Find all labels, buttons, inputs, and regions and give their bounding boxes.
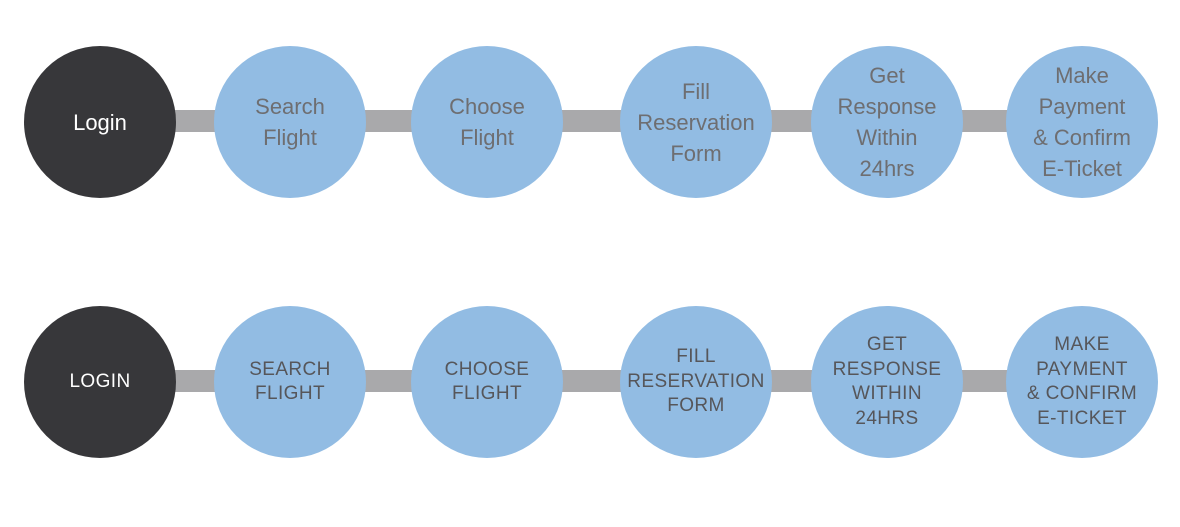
step-label-login-caps: LOGIN	[69, 370, 131, 392]
step-label-search-flight-caps: SEARCH FLIGHT	[249, 358, 331, 405]
step-circle-make-payment: Make Payment & Confirm E-Ticket	[1006, 46, 1158, 198]
step-circle-search-flight: Search Flight	[214, 46, 366, 198]
step-circle-choose-flight: Choose Flight	[411, 46, 563, 198]
step-label-get-response-caps: GET RESPONSE WITHIN 24HRS	[832, 334, 942, 429]
step-circle-fill-reservation-form-caps: FILL RESERVATION FORM	[620, 306, 772, 458]
step-circle-get-response-caps: GET RESPONSE WITHIN 24HRS	[811, 306, 963, 458]
step-circle-make-payment-caps: MAKE PAYMENT & CONFIRM E-TICKET	[1006, 306, 1158, 458]
step-label-choose-flight-caps: CHOOSE FLIGHT	[444, 358, 530, 405]
step-label-search-flight: Search Flight	[255, 94, 325, 150]
step-label-login: Login	[73, 109, 127, 135]
step-circle-fill-reservation-form: Fill Reservation Form	[620, 46, 772, 198]
flow-row-titlecase: Login Search Flight Choose Flight Fill R…	[0, 46, 1180, 198]
step-circle-choose-flight-caps: CHOOSE FLIGHT	[411, 306, 563, 458]
step-circle-get-response: Get Response Within 24hrs	[811, 46, 963, 198]
step-label-make-payment-caps: MAKE PAYMENT & CONFIRM E-TICKET	[1026, 334, 1138, 429]
step-circle-login-caps: LOGIN	[24, 306, 176, 458]
step-label-fill-reservation-form-caps: FILL RESERVATION FORM	[627, 346, 765, 417]
step-circle-login: Login	[24, 46, 176, 198]
step-label-make-payment: Make Payment & Confirm E-Ticket	[1033, 63, 1131, 181]
flow-row-uppercase: LOGIN SEARCH FLIGHT CHOOSE FLIGHT FILL R…	[0, 306, 1180, 458]
step-label-fill-reservation-form: Fill Reservation Form	[637, 78, 755, 166]
step-circle-search-flight-caps: SEARCH FLIGHT	[214, 306, 366, 458]
step-label-get-response: Get Response Within 24hrs	[837, 63, 937, 181]
step-label-choose-flight: Choose Flight	[449, 94, 525, 150]
